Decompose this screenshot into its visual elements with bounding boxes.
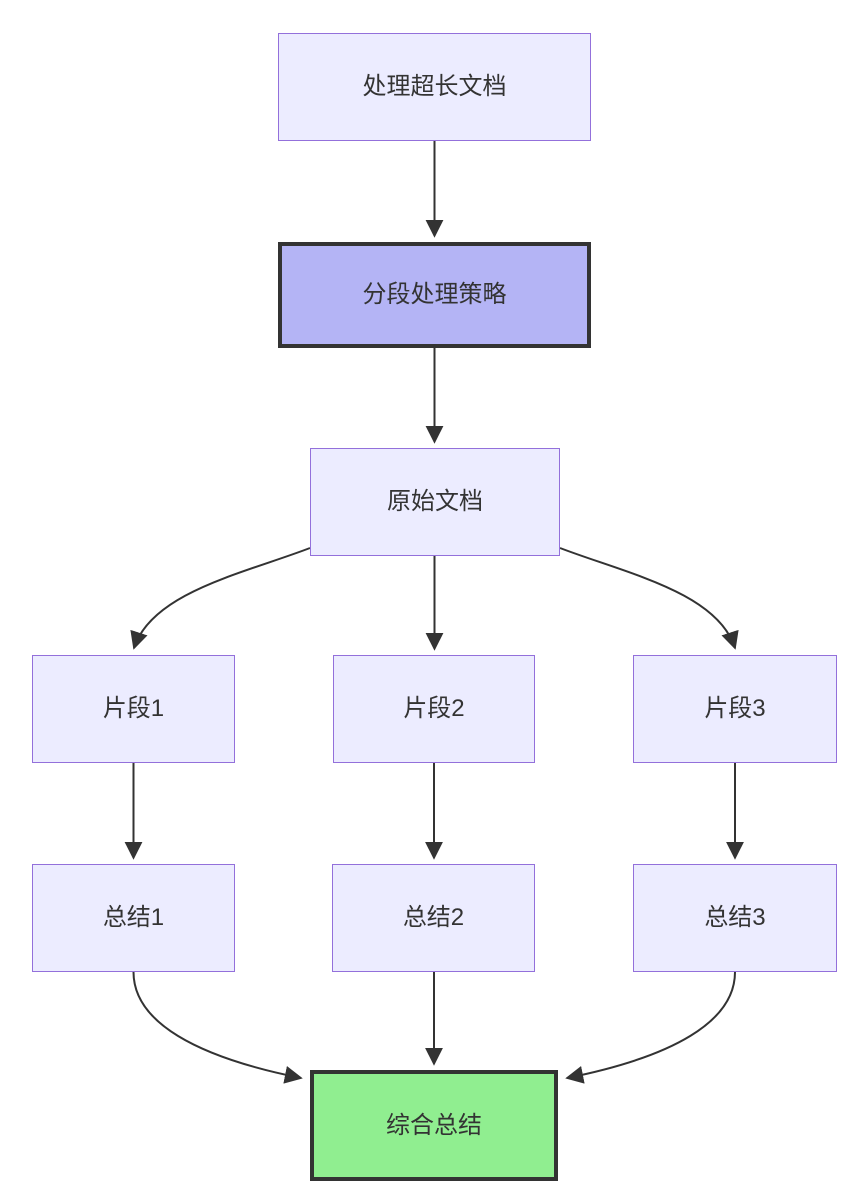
node-summary-3-label: 总结3 (704, 904, 766, 931)
node-fragment-2-label: 片段2 (403, 695, 465, 722)
node-process-long-doc: 处理超长文档 (278, 33, 591, 141)
node-segment-strategy: 分段处理策略 (278, 242, 591, 348)
node-process-long-doc-label: 处理超长文档 (362, 73, 507, 100)
node-summary-2-label: 总结2 (402, 904, 465, 931)
node-original-doc-label: 原始文档 (387, 488, 483, 515)
node-fragment-1: 片段1 (32, 655, 235, 763)
node-summary-2: 总结2 (332, 864, 535, 972)
node-fragment-2: 片段2 (333, 655, 535, 763)
node-original-doc: 原始文档 (310, 448, 560, 556)
node-summary-1-label: 总结1 (102, 904, 165, 931)
edge-summary3-to-final (565, 971, 736, 1084)
node-fragment-3: 片段3 (633, 655, 837, 763)
node-segment-strategy-label: 分段处理策略 (362, 281, 507, 308)
node-fragment-1-label: 片段1 (102, 695, 165, 722)
edge-original-to-fragment3 (559, 547, 739, 650)
edge-summary1-to-final (132, 971, 303, 1084)
node-fragment-3-label: 片段3 (704, 695, 766, 722)
node-summary-1: 总结1 (32, 864, 235, 972)
node-final-summary-label: 综合总结 (386, 1111, 482, 1139)
node-summary-3: 总结3 (633, 864, 837, 972)
edge-original-to-fragment1 (130, 547, 311, 650)
node-final-summary: 综合总结 (310, 1070, 558, 1181)
